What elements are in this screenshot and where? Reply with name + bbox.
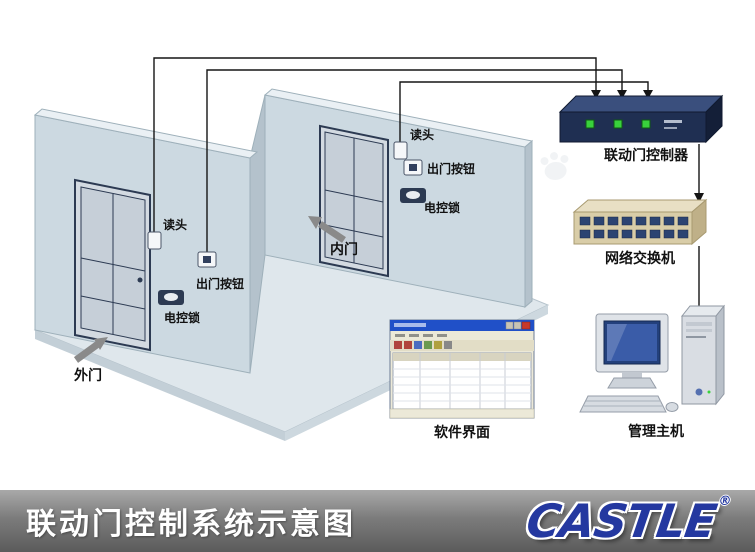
- outer-reader-label: 读头: [163, 217, 187, 232]
- inner-door-arrow: [308, 216, 322, 229]
- switch-ports: [579, 216, 689, 239]
- software-window: 软件界面: [389, 319, 535, 441]
- computer-keyboard: [579, 395, 667, 413]
- controller-led: [641, 119, 651, 129]
- diagram-title: 联动门控制系统示意图: [26, 507, 356, 542]
- switch-label: 网络交换机: [605, 250, 675, 267]
- castle-logo: CASTLE®: [524, 494, 733, 548]
- controller-label: 联动门控制器: [604, 147, 689, 164]
- management-host: 管理主机: [579, 304, 726, 440]
- network-switch: 网络交换机: [572, 198, 708, 319]
- outer-door: [74, 178, 151, 352]
- door-controller: 联动门控制器: [558, 94, 724, 203]
- footer-band: 联动门控制系统示意图 CASTLE®: [0, 490, 755, 552]
- wiring: [153, 57, 653, 252]
- inner-exit-button-label: 出门按钮: [427, 161, 475, 176]
- door-arrows: 外门 内门: [73, 216, 358, 384]
- inner-door-label: 内门: [330, 241, 358, 258]
- computer-mouse: [665, 402, 679, 412]
- outer-lock-label: 电控锁: [164, 310, 200, 325]
- system-diagram: 读头 出门按钮 电控锁 读头 出门按钮 电控锁 外门 内门 联动门: [33, 57, 726, 441]
- host-label: 管理主机: [628, 423, 684, 440]
- registered-trademark-icon: ®: [717, 494, 733, 509]
- inner-reader-label: 读头: [410, 127, 434, 142]
- outer-door-devices: 读头 出门按钮 电控锁: [147, 217, 244, 325]
- outer-door-label: 外门: [74, 367, 102, 384]
- outer-reader-device: [147, 231, 162, 250]
- inner-lock-label: 电控锁: [424, 200, 460, 215]
- inner-reader-device: [393, 141, 408, 160]
- outer-exit-button-label: 出门按钮: [196, 276, 244, 291]
- software-titlebar: [390, 320, 534, 331]
- controller-led: [585, 119, 595, 129]
- software-label: 软件界面: [434, 424, 490, 441]
- outer-door-arrow: [94, 337, 108, 350]
- inner-door-devices: 读头 出门按钮 电控锁: [393, 127, 475, 215]
- castle-logo-text: CASTLE: [523, 494, 720, 548]
- controller-led: [613, 119, 623, 129]
